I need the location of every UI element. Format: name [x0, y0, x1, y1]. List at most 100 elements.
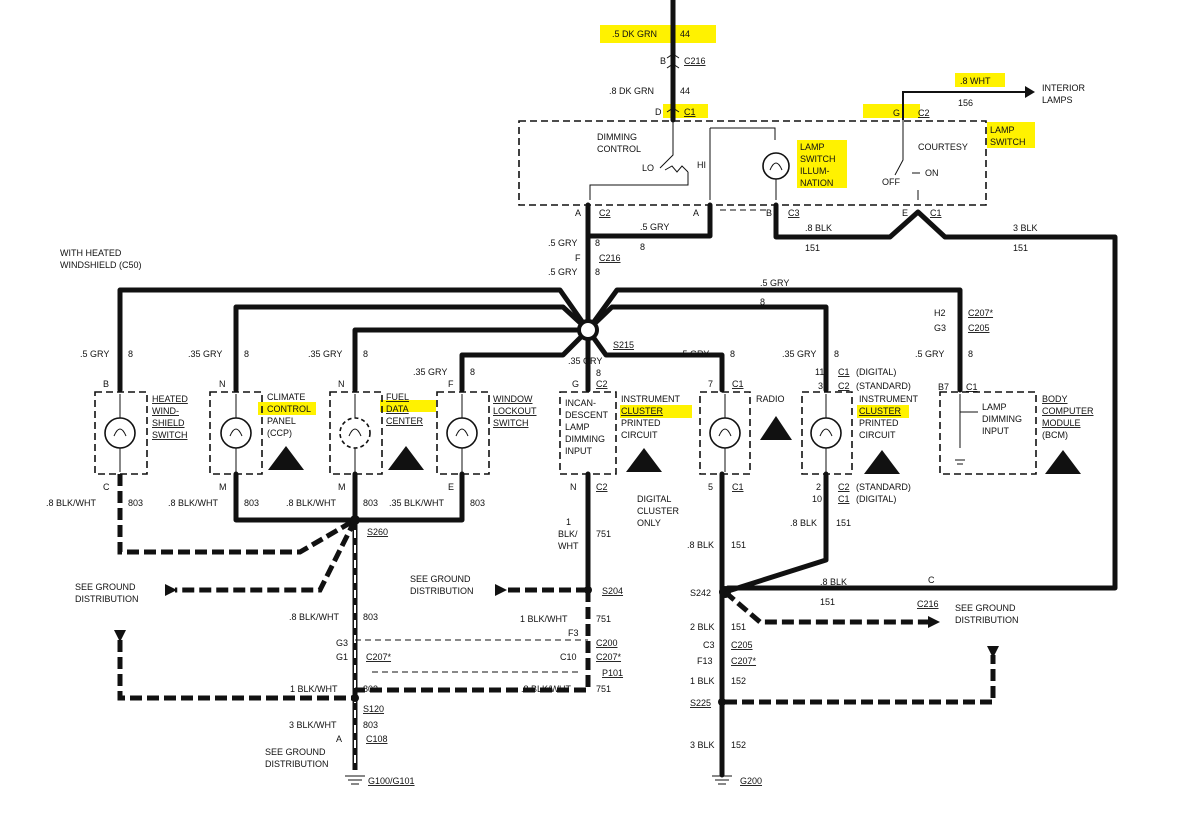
wire-gnd-incand-lower [355, 590, 591, 693]
ground-arrow-left-return [114, 630, 126, 642]
interior-lamps-arrow [1025, 86, 1035, 98]
connector-p101: P101 [602, 668, 623, 678]
label-courtesy: COURTESY [918, 142, 968, 152]
wire-gnd-s242-see [723, 590, 928, 625]
wire-gnd-s225 [725, 655, 996, 705]
splice-s215 [577, 319, 599, 341]
wire-gnd-climate-window [233, 471, 465, 523]
label-803-heated: 803 [128, 498, 143, 508]
label-gry-1: .5 GRY [548, 238, 577, 248]
label-blk-incand: BLK/ [558, 529, 578, 539]
label-151-radio: 151 [731, 540, 746, 550]
label-s260: S260 [367, 527, 388, 537]
label-panel: PANEL [267, 416, 296, 426]
connector-c207-bcm: C207* [968, 308, 994, 318]
label-instrument: INSTRUMENT [621, 394, 680, 404]
label-digital-cluster-1: DIGITAL [637, 494, 671, 504]
label-shield: SHIELD [152, 418, 185, 428]
pin-g1: G1 [336, 652, 348, 662]
label-blk-1: .8 BLK [805, 223, 832, 233]
label-switch-heated: SWITCH [152, 430, 188, 440]
label-s215: S215 [613, 340, 634, 350]
label-printed: PRINTED [621, 418, 661, 428]
label-gry-3: .5 GRY [548, 267, 577, 277]
connector-c207-left: C207* [366, 652, 392, 662]
label-ccp: (CCP) [267, 428, 292, 438]
dimming-rheostat [659, 120, 689, 173]
label-bcm-input: INPUT [982, 426, 1010, 436]
label-nation: NATION [800, 178, 833, 188]
label-151-instrument: 151 [836, 518, 851, 528]
connector-c2-standard: C2 [838, 381, 850, 391]
connector-symbol-c216-top [666, 53, 680, 69]
label-windshield-c50: WINDSHIELD (C50) [60, 260, 142, 270]
label-blkwht-heated: .8 BLK/WHT [46, 498, 97, 508]
label-blkwht-fuel: .8 BLK/WHT [286, 498, 337, 508]
ground-symbol-g100 [345, 775, 365, 785]
fuel-bulb [339, 417, 371, 449]
label-climate: CLIMATE [267, 392, 305, 402]
connector-c216-top: C216 [684, 56, 706, 66]
label-8-bcm: 8 [760, 297, 765, 307]
label-8-fuel: 8 [363, 349, 368, 359]
highlight-cluster [620, 405, 692, 418]
connector-c205-right: C205 [731, 640, 753, 650]
window-bulb [446, 417, 478, 449]
label-blkwht-main: .8 BLK/WHT [289, 612, 340, 622]
label-152-2: 152 [731, 740, 746, 750]
label-g200: G200 [740, 776, 762, 786]
label-see-ground-1: SEE GROUND [75, 582, 136, 592]
label-blkwht-8-mid: .8 BLK/WHT [521, 684, 572, 694]
label-see-ground-4: SEE GROUND [955, 603, 1016, 613]
label-lockout: LOCKOUT [493, 406, 537, 416]
highlight-wht [955, 73, 1005, 87]
pin-a-c108: A [336, 734, 342, 744]
label-with-heated: WITH HEATED [60, 248, 122, 258]
wire-bcm [585, 287, 963, 393]
label-gry-climate: .35 GRY [188, 349, 222, 359]
highlight-outer-lamp-switch [987, 122, 1035, 148]
label-151-2blk: 151 [731, 622, 746, 632]
label-lamps: LAMPS [1042, 95, 1073, 105]
label-151-c216: 151 [820, 597, 835, 607]
label-gry-bcm-2: .5 GRY [915, 349, 944, 359]
label-8-instrument: 8 [834, 349, 839, 359]
pin-11: 11 [815, 367, 824, 377]
connector-c2-incand: C2 [596, 379, 608, 389]
label-outer-switch: SWITCH [990, 137, 1026, 147]
pin-c-heated: C [103, 482, 110, 492]
connector-c1-right: C1 [930, 208, 942, 218]
bcm-input-circuit [955, 394, 978, 465]
label-on: ON [925, 168, 939, 178]
pin-b-heated: B [103, 379, 109, 389]
label-s225: S225 [690, 698, 711, 708]
label-gry-window: .35 GRY [413, 367, 447, 377]
label-2blk: 2 BLK [690, 622, 715, 632]
label-digital-1: (DIGITAL) [856, 367, 896, 377]
pin-g: G [893, 108, 900, 118]
label-dk-grn: .5 DK GRN [612, 29, 657, 39]
label-803-bottom: 803 [363, 720, 378, 730]
esd-incand-icon [626, 448, 662, 472]
label-distribution-2: DISTRIBUTION [410, 586, 474, 596]
esd-radio-icon [760, 416, 792, 440]
lamp-switch-illumination-bulb [762, 152, 790, 180]
label-151-1: 151 [805, 243, 820, 253]
label-s204: S204 [602, 586, 623, 596]
pin-n-climate: N [219, 379, 226, 389]
splice-s204-dot [584, 586, 592, 594]
wire-heated [117, 287, 591, 393]
label-body: BODY [1042, 394, 1068, 404]
radio-box [699, 391, 751, 475]
label-digital-cluster-3: ONLY [637, 518, 661, 528]
label-blkwht-3: 3 BLK/WHT [289, 720, 337, 730]
label-wht: .8 WHT [960, 76, 991, 86]
label-751-mid: 751 [596, 614, 611, 624]
label-hi: HI [697, 160, 706, 170]
pin-c-c216: C [928, 575, 935, 585]
label-g100-g101: G100/G101 [368, 776, 415, 786]
pin-c3: C3 [703, 640, 715, 650]
highlight-cluster-2 [857, 405, 909, 418]
connector-symbol-c1-top [666, 107, 680, 113]
